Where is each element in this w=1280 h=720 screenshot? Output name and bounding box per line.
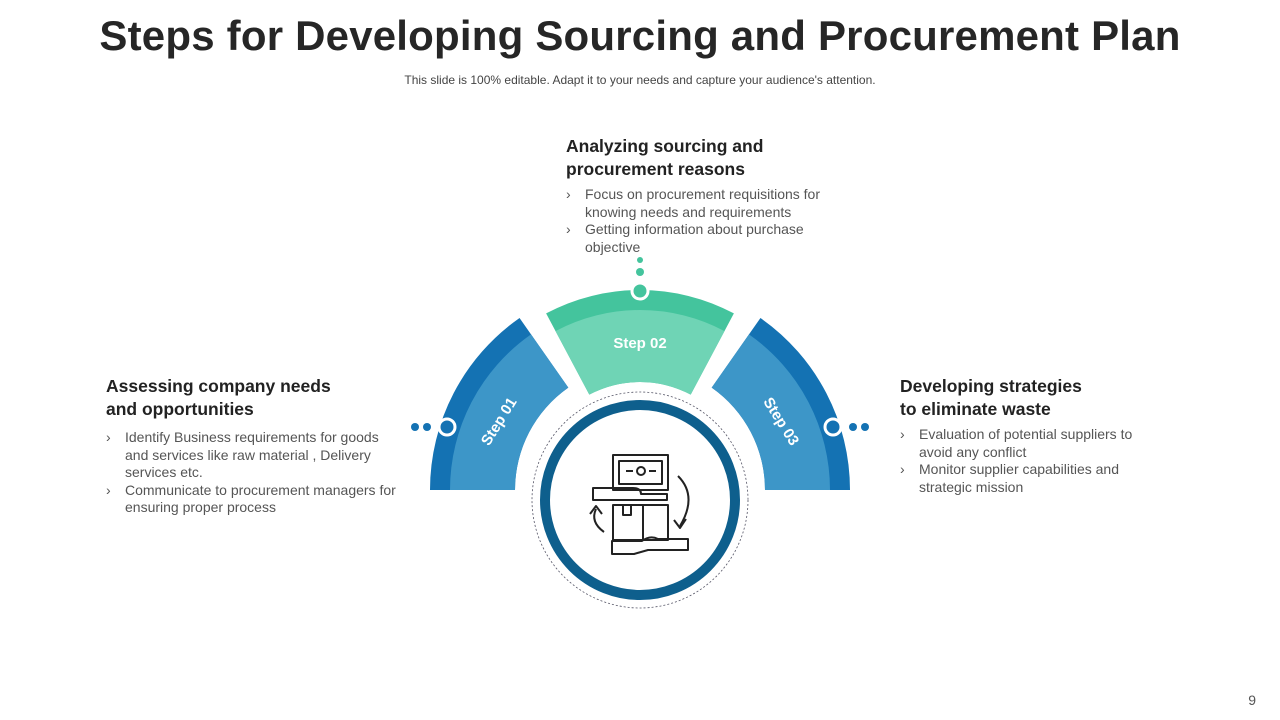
step-02-label: Step 02 [613,335,666,352]
connector-dot [437,417,457,437]
connector-dot [411,423,419,431]
step-03-bullet: Evaluation of potential suppliers to avo… [900,426,1150,461]
page-title: Steps for Developing Sourcing and Procur… [99,12,1181,59]
step-02-bullet: Getting information about purchase objec… [566,221,841,256]
step-01-bullet: Identify Business requirements for goods… [106,429,401,482]
step-01-bullet: Communicate to procurement managers for … [106,482,401,517]
procurement-exchange-icon [589,454,690,555]
connector-dot [637,257,643,263]
step-01-segment [450,334,569,490]
center-dashed-ring [531,391,749,609]
connector-dot [849,423,857,431]
connector-dot [423,423,431,431]
connector-dot [630,281,650,301]
step-03-segment [711,334,830,490]
connector-dot [823,417,843,437]
step-02-segment [555,310,725,395]
step-02-bullet: Focus on procurement requisitions for kn… [566,186,841,221]
connector-dot [861,423,869,431]
page-number: 9 [1248,692,1256,708]
connector-dot [636,268,644,276]
step-03-bullet: Monitor supplier capabilities and strate… [900,461,1150,496]
page-subtitle: This slide is 100% editable. Adapt it to… [404,73,876,87]
